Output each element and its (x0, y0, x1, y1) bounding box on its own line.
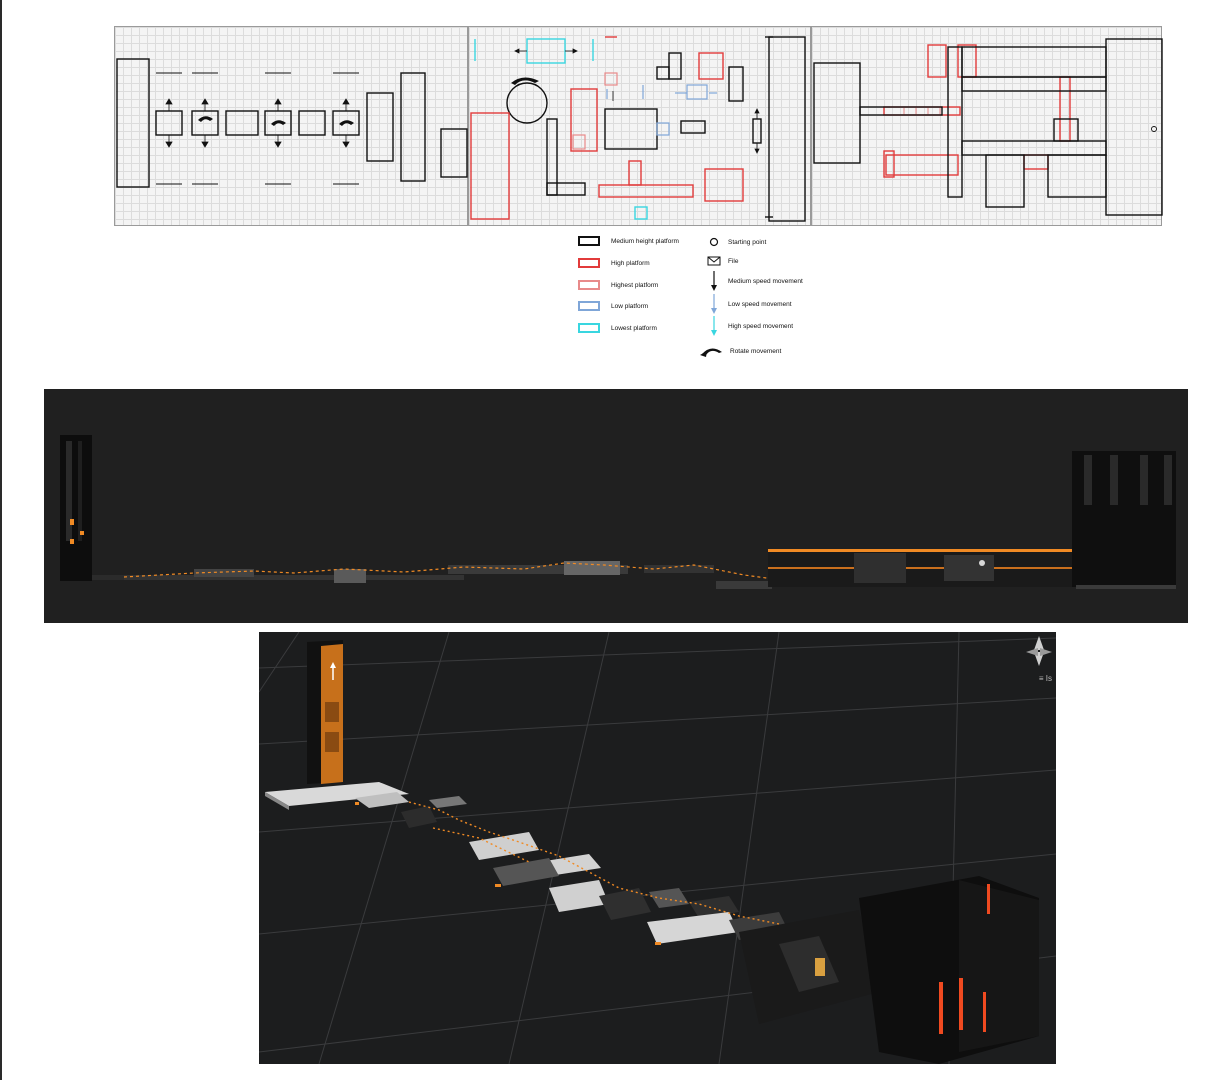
platform-medium (116, 58, 150, 188)
legend-label-highest: Highest platform (611, 281, 659, 289)
map-section-1 (114, 26, 468, 226)
legend-item-start: Starting point (706, 235, 766, 249)
map-section-2 (468, 26, 811, 226)
end-structure (739, 876, 1039, 1064)
rotate-arrow-icon (700, 340, 724, 362)
map-section-1-drawing (116, 58, 468, 188)
high-platform-swatch (578, 258, 600, 268)
view-gizmo-icon[interactable] (1024, 634, 1054, 670)
platforms-high (470, 36, 744, 220)
platform-medium (298, 110, 326, 136)
legend-label-medium: Medium height platform (611, 237, 679, 245)
lowest-platform-swatch (578, 323, 600, 333)
platform-medium (155, 110, 183, 136)
platforms-lowest (474, 38, 648, 220)
legend-label-start: Starting point (728, 238, 767, 246)
envelope-icon (706, 250, 722, 272)
arrow-down-blue-icon (706, 293, 722, 315)
legend-item-high-speed: High speed movement (706, 316, 794, 336)
legend-label-file: File (728, 257, 739, 265)
platform-medium (366, 92, 394, 162)
perspective-scene (259, 632, 1056, 1064)
platforms-highest (572, 72, 618, 150)
legend-label-lowest: Lowest platform (611, 324, 657, 332)
legend-label-low-speed: Low speed movement (728, 300, 792, 308)
platforms-highest (903, 106, 941, 116)
legend-item-lowest: Lowest platform (578, 321, 657, 335)
legend-item-file: File (706, 254, 738, 268)
perspective-view-render: ≡ Is (259, 632, 1056, 1064)
arrow-down-black-icon (706, 270, 722, 292)
side-view-scene (60, 435, 1176, 589)
legend-item-medium: Medium height platform (578, 234, 679, 248)
legend-item-rotate: Rotate movement (700, 344, 781, 358)
platforms-medium (813, 38, 1163, 216)
rotate-icons (198, 116, 354, 126)
platform-path (355, 792, 789, 944)
map-legend: Medium height platform High platform Hig… (576, 232, 836, 362)
orange-path-lights (123, 562, 775, 580)
low-platform-swatch (578, 301, 600, 311)
platform-medium (440, 128, 468, 178)
medium-platform-swatch (578, 236, 600, 246)
level-layout-map (114, 26, 1163, 226)
legend-label-rotate: Rotate movement (730, 347, 782, 355)
platform-medium (191, 110, 219, 136)
final-blocks (768, 451, 1176, 589)
map-section-2-drawing (470, 36, 806, 222)
orange-path-lights (408, 801, 780, 925)
legend-item-high: High platform (578, 256, 650, 270)
legend-label-high-speed: High speed movement (728, 322, 794, 330)
map-section-3 (811, 26, 1163, 226)
rotate-icon (511, 77, 539, 85)
legend-label-low: Low platform (611, 302, 649, 310)
legend-item-low-speed: Low speed movement (706, 294, 792, 314)
movement-arrows (165, 98, 350, 148)
view-mode-label[interactable]: ≡ Is (1038, 674, 1052, 683)
arrow-down-cyan-icon (706, 315, 722, 337)
platform-strip (124, 561, 772, 589)
side-view-render (44, 389, 1188, 623)
starting-point-icon (1151, 126, 1157, 132)
map-section-3-drawing (813, 38, 1163, 216)
platforms-high (883, 44, 1071, 178)
starting-point-icon (706, 231, 722, 253)
legend-item-medium-speed: Medium speed movement (706, 271, 803, 291)
legend-item-low: Low platform (578, 299, 648, 313)
legend-label-medium-speed: Medium speed movement (728, 277, 803, 285)
legend-item-highest: Highest platform (578, 278, 658, 292)
platforms-low (606, 84, 717, 136)
page-left-border (0, 0, 2, 1080)
start-tower (265, 640, 409, 810)
legend-label-high: High platform (611, 259, 650, 267)
start-tower (60, 435, 126, 581)
platforms-medium (506, 36, 806, 222)
highest-platform-swatch (578, 280, 600, 290)
platform-medium (400, 72, 426, 182)
platform-medium (225, 110, 259, 136)
